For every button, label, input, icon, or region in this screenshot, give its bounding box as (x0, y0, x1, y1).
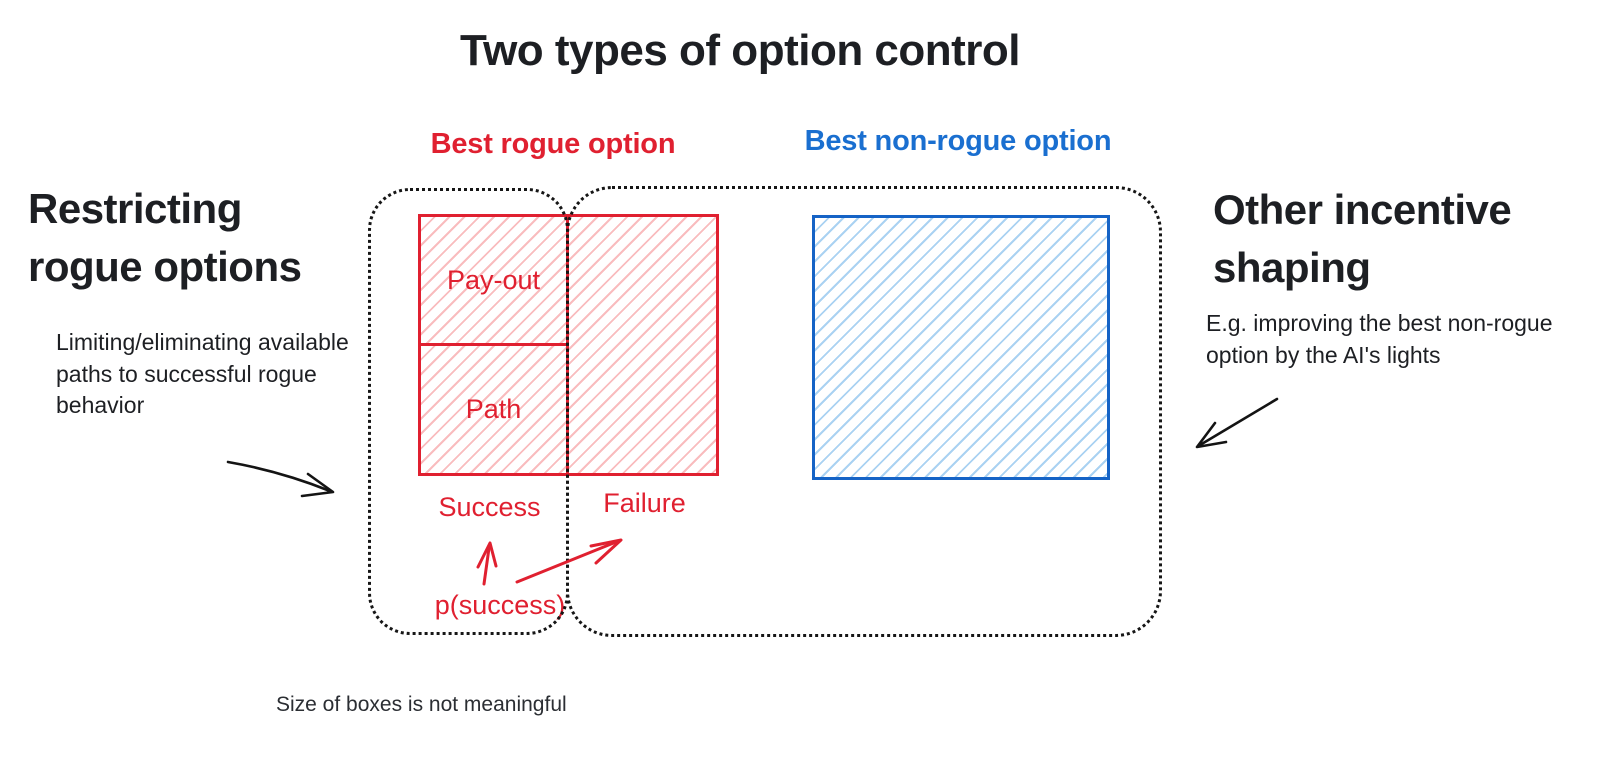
path-label: Path (465, 394, 522, 424)
failure-label: Failure (603, 488, 686, 518)
payout-label: Pay-out (446, 264, 541, 295)
restricting-rogue-options-heading: Restricting rogue options (28, 185, 302, 290)
other-incentive-arrow (1195, 397, 1279, 449)
other-incentive-shaping-heading: Other incentive shaping (1213, 186, 1512, 291)
payout-box (418, 214, 569, 346)
page-title: Two types of option control (459, 26, 1021, 75)
best-non-rogue-option-box (812, 215, 1110, 480)
restricting-rogue-options-description: Limiting/eliminating available paths to … (56, 329, 349, 419)
p-success-label: p(success) (434, 590, 566, 620)
restricting-arrow (226, 460, 335, 498)
other-incentive-shaping-description: E.g. improving the best non-rogue option… (1206, 310, 1553, 368)
best-non-rogue-option-label: Best non-rogue option (804, 125, 1112, 157)
footnote: Size of boxes is not meaningful (276, 693, 567, 716)
best-rogue-option-label: Best rogue option (430, 128, 676, 160)
failure-box (566, 214, 719, 476)
p-success-to-failure-arrow (515, 538, 623, 584)
p-success-to-success-arrow (476, 541, 498, 586)
success-label: Success (438, 492, 541, 522)
